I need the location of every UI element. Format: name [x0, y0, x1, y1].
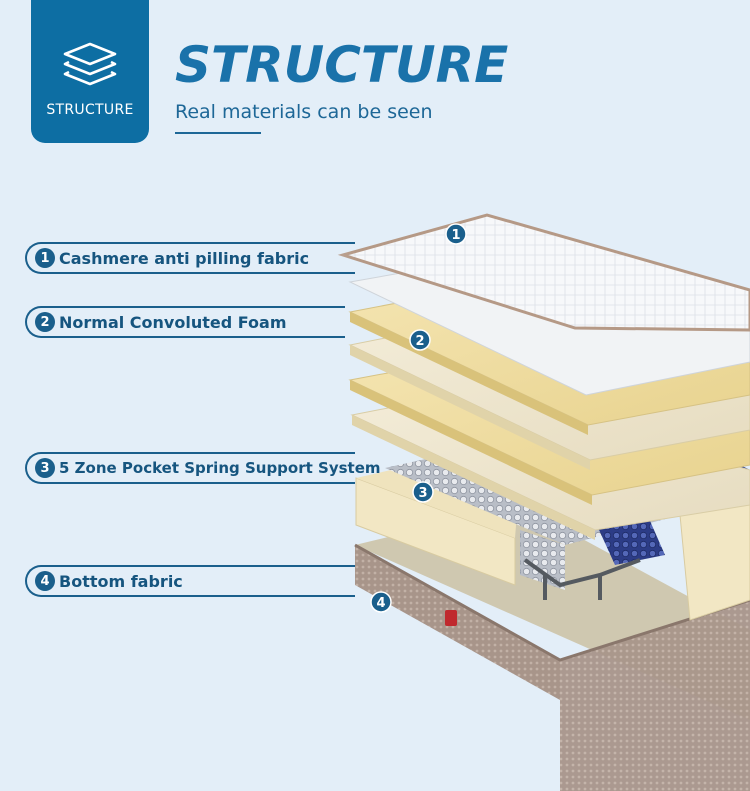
top-fabric — [337, 213, 750, 332]
marker-3: 3 — [412, 481, 434, 503]
svg-text:3: 3 — [418, 486, 427, 501]
layer-label-2: 2 Normal Convoluted Foam — [25, 306, 345, 338]
layer-label-3: 3 5 Zone Pocket Spring Support System — [25, 452, 381, 484]
marker-2: 2 — [409, 329, 431, 351]
spring-frame-right — [679, 499, 750, 621]
page-title: STRUCTURE — [175, 36, 509, 94]
layer-number-3: 3 — [35, 458, 55, 478]
badge-label: STRUCTURE — [46, 102, 134, 118]
layer-label-4: 4 Bottom fabric — [25, 565, 355, 597]
svg-text:1: 1 — [451, 228, 460, 243]
layer-number-4: 4 — [35, 571, 55, 591]
svg-text:2: 2 — [415, 334, 424, 349]
base-front — [560, 600, 750, 791]
base-side — [355, 545, 560, 700]
marker-4: 4 — [370, 591, 392, 613]
layer-label-text: Normal Convoluted Foam — [59, 312, 287, 332]
svg-text:4: 4 — [376, 596, 385, 611]
layers-icon — [63, 42, 117, 86]
layer-label-text: Bottom fabric — [59, 571, 183, 591]
layer-label-1: 1 Cashmere anti pilling fabric — [25, 242, 355, 274]
subtitle-underline — [175, 132, 261, 134]
page-subtitle: Real materials can be seen — [175, 101, 433, 123]
layer-label-text: Cashmere anti pilling fabric — [59, 248, 310, 268]
layer-number-2: 2 — [35, 312, 55, 332]
layer-number-1: 1 — [35, 248, 55, 268]
structure-badge: STRUCTURE — [31, 0, 149, 143]
layer-label-text: 5 Zone Pocket Spring Support System — [59, 459, 381, 477]
marker-1: 1 — [445, 223, 467, 245]
